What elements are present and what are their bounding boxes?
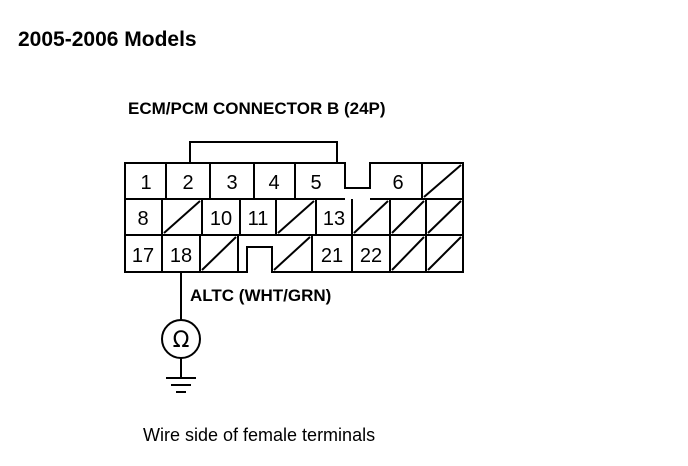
- unused-cavity-mark: [427, 236, 462, 271]
- terminal-2: 2: [182, 172, 193, 194]
- terminal-8: 8: [137, 208, 148, 230]
- unused-cavity-mark: [353, 200, 389, 234]
- connector-label: ECM/PCM CONNECTOR B (24P): [128, 99, 386, 118]
- terminal-10: 10: [210, 208, 232, 230]
- unused-cavity-mark: [427, 200, 462, 234]
- unused-cavity-mark: [163, 200, 201, 234]
- terminal-18: 18: [170, 245, 192, 267]
- page-title: 2005-2006 Models: [18, 28, 197, 51]
- ohmmeter-icon: Ω: [161, 319, 201, 359]
- connector-lock-tab: [189, 141, 338, 163]
- terminal-4: 4: [268, 172, 279, 194]
- terminal-21: 21: [321, 245, 343, 267]
- ohm-symbol: Ω: [173, 328, 190, 353]
- unused-cavity-mark: [391, 236, 425, 271]
- terminal-22: 22: [360, 245, 382, 267]
- terminal-5: 5: [310, 172, 321, 194]
- terminal-1: 1: [140, 172, 151, 194]
- wire-label: ALTC (WHT/GRN): [190, 286, 331, 305]
- terminal-17: 17: [132, 245, 154, 267]
- unused-cavity-mark: [277, 200, 315, 234]
- unused-cavity-mark: [201, 236, 237, 271]
- connector-outline: [124, 162, 464, 273]
- terminal-6: 6: [392, 172, 403, 194]
- unused-cavity-mark: [423, 164, 462, 198]
- unused-cavity-mark: [273, 236, 311, 271]
- terminal-13: 13: [323, 208, 345, 230]
- terminal-11: 11: [248, 208, 269, 230]
- connector-body: [124, 141, 464, 273]
- terminal-3: 3: [226, 172, 237, 194]
- ground-icon: [166, 377, 196, 393]
- unused-cavity-mark: [391, 200, 425, 234]
- caption: Wire side of female terminals: [143, 425, 375, 445]
